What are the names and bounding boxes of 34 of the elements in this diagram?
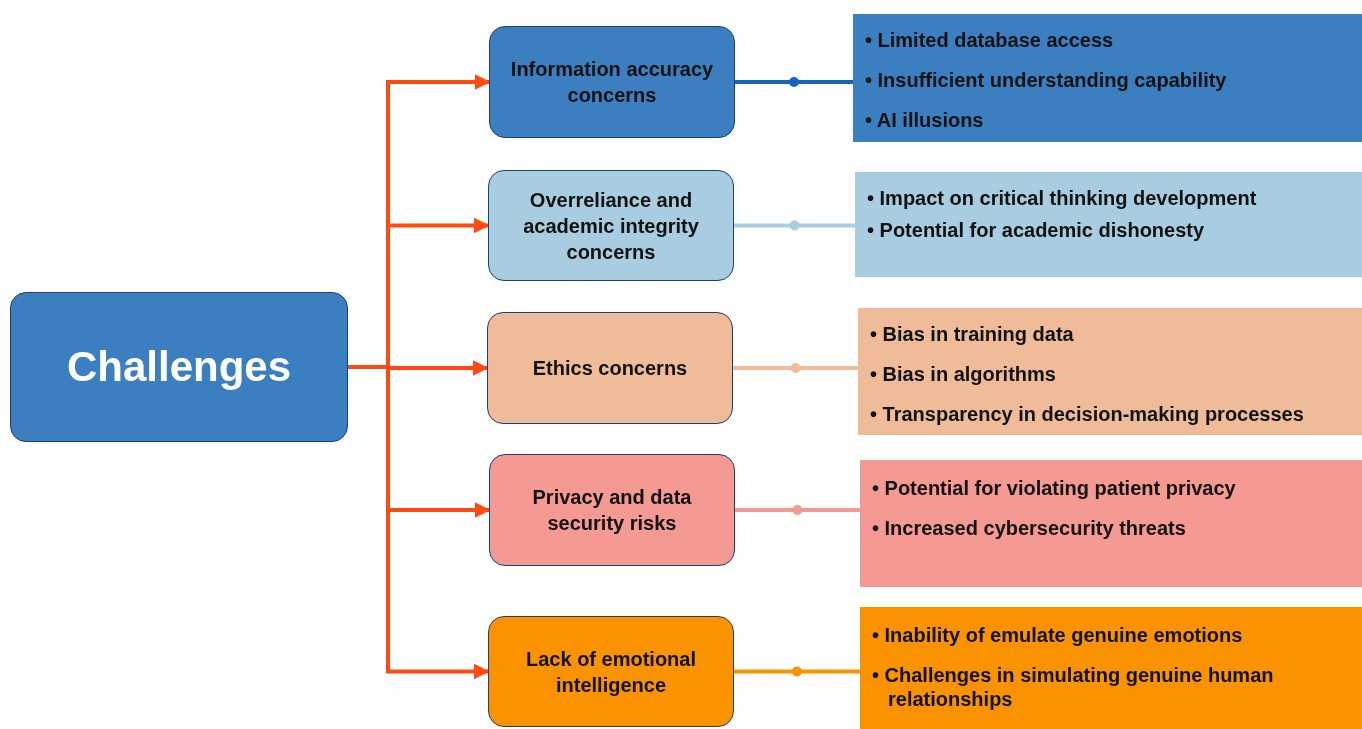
box-label: Challenges bbox=[66, 342, 292, 392]
detail-panel bbox=[858, 308, 1362, 435]
bullet-item: • Challenges in simulating genuine human relationships bbox=[872, 663, 1275, 711]
bullet-item: • Potential for violating patient privacy bbox=[872, 476, 1237, 500]
bullet-item: • Transparency in decision-making processes bbox=[870, 402, 1305, 426]
box-label: Information accuracy concerns bbox=[509, 57, 715, 108]
connector-line bbox=[735, 508, 860, 512]
bullet-item: • Insufficient understanding capability bbox=[865, 68, 1228, 92]
category-box bbox=[488, 170, 734, 281]
detail-panel bbox=[855, 172, 1362, 277]
root-box bbox=[10, 292, 348, 442]
category-box bbox=[489, 454, 735, 566]
bullet-item: • Bias in algorithms bbox=[870, 362, 1057, 386]
bullet-item: • AI illusions bbox=[865, 108, 985, 132]
box-label: Privacy and data security risks bbox=[531, 485, 693, 536]
category-box bbox=[489, 26, 735, 138]
box-label: Overreliance and academic integrity concerns bbox=[522, 187, 700, 265]
box-label: Ethics concerns bbox=[532, 356, 688, 381]
connector-line bbox=[735, 80, 853, 84]
connector-line bbox=[734, 669, 860, 674]
detail-panel bbox=[853, 14, 1362, 142]
bullet-item: • Potential for academic dishonesty bbox=[867, 218, 1206, 242]
detail-panel bbox=[860, 607, 1362, 729]
connector-line bbox=[733, 366, 858, 370]
category-box bbox=[487, 312, 733, 424]
bullet-item: • Impact on critical thinking development bbox=[867, 186, 1258, 210]
detail-panel bbox=[860, 460, 1362, 587]
bullet-item: • Bias in training data bbox=[870, 322, 1075, 346]
bullet-item: • Limited database access bbox=[865, 28, 1115, 52]
bullet-item: • Increased cybersecurity threats bbox=[872, 516, 1187, 540]
category-box bbox=[488, 616, 734, 727]
bullet-item: • Inability of emulate genuine emotions bbox=[872, 623, 1244, 647]
connector-line bbox=[734, 223, 855, 228]
box-label: Lack of emotional intelligence bbox=[525, 646, 697, 698]
